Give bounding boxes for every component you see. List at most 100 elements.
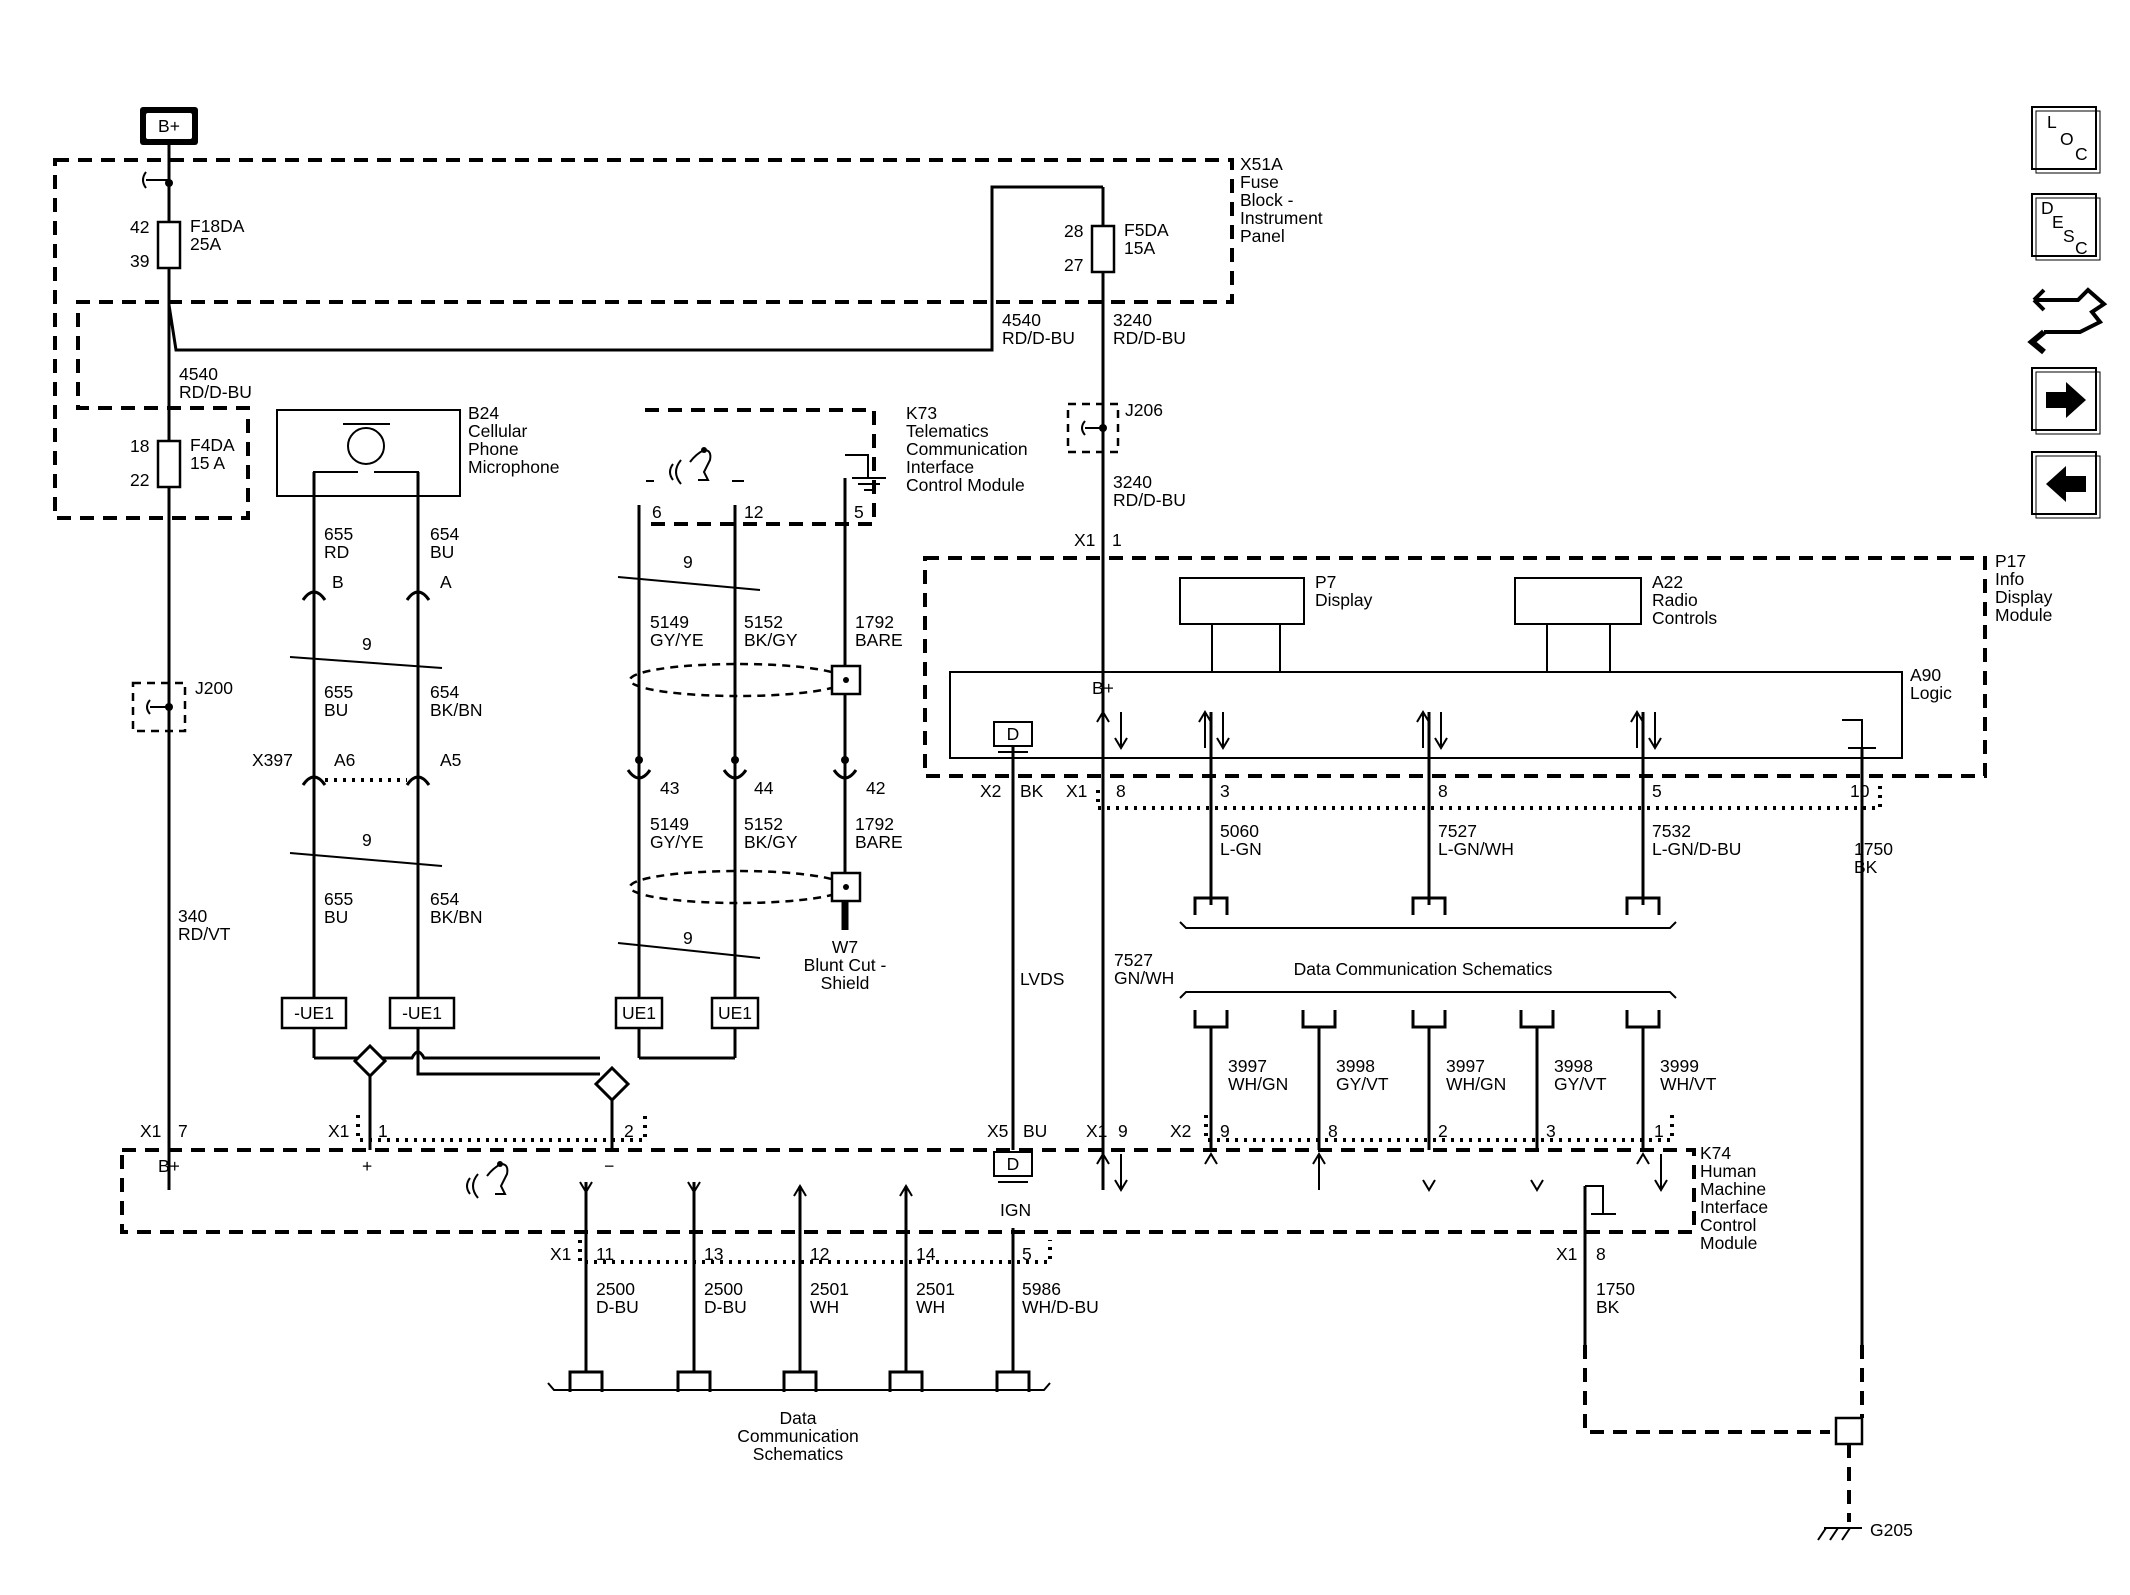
diagram-label: Display [1315,590,1373,610]
diagram-label: G205 [1870,1520,1913,1540]
diagram-label: X2 [980,781,1001,801]
shield-w7-label: W7 Blunt Cut - Shield [804,937,887,993]
diagram-label: X1 [1066,781,1087,801]
diagram-label: Microphone [468,457,559,477]
wire-4540 [167,185,1103,352]
diagram-label: Telematics [906,421,989,441]
data-comm-upper-connectors [1179,896,1677,999]
diagram-label: 5 [1652,781,1662,801]
diagram-label: 10 [1850,781,1870,801]
diagram-label: 3999 [1660,1056,1699,1076]
diagram-label: 3 [1546,1121,1556,1141]
diagram-label: WH [810,1297,839,1317]
diagram-label: 11 [596,1244,614,1264]
diagram-label: Radio [1652,590,1698,610]
diagram-label: 2 [1438,1121,1448,1141]
diagram-label: 44 [754,778,774,798]
ground-g205-icon [1817,1527,1862,1541]
diagram-label: Control Module [906,475,1025,495]
battery-positive-block: B+ [140,107,198,145]
diagram-label: 3240 [1113,310,1152,330]
diagram-label: 1 [378,1121,388,1141]
diagram-label: 6 [652,502,662,522]
diagram-label: 2500 [596,1279,635,1299]
diagram-label: 5060 [1220,821,1259,841]
fuse-block-label: X51A Fuse Block - Instrument Panel [1240,154,1323,246]
data-comm-bottom-connectors [547,1370,1051,1392]
next-button[interactable] [2031,367,2101,435]
arrow-right-icon [2046,382,2086,418]
loc-letter-c: C [2075,144,2088,164]
diagram-label: 27 [1064,255,1083,275]
diagram-label: X1 [328,1121,349,1141]
previous-button[interactable] [2031,451,2101,519]
hmi-voice-icon [466,1161,509,1199]
diagram-label: L-GN/D-BU [1652,839,1741,859]
data-comm-lower-connectors [1193,1010,1661,1150]
diagram-label: A22 [1652,572,1683,592]
diagram-label: Interface [906,457,974,477]
diagram-label: X51A [1240,154,1283,174]
ue-box-2 [710,996,760,1030]
diagram-label: 28 [1064,221,1083,241]
diagram-label: Phone [468,439,519,459]
telematics-label: K73 Telematics Communication Interface C… [906,403,1028,495]
diagram-label: BK/BN [430,907,483,927]
diagram-label: 7527 [1438,821,1477,841]
diagram-label: 1792 [855,814,894,834]
diagram-label: RD/VT [178,924,231,944]
desc-letter-c: C [2075,238,2088,258]
diagram-label: 1 [1112,530,1122,550]
diagram-label: BU [430,542,454,562]
diagram-label: Module [1995,605,2052,625]
diagram-label: B+ [1092,678,1114,698]
diagram-label: Module [1700,1233,1757,1253]
diagram-label: UE1 [622,1003,656,1023]
diagram-label: 9 [1118,1121,1128,1141]
diagram-label: K73 [906,403,937,423]
diagram-label: RD/D-BU [1113,490,1186,510]
microphone-label: B24 Cellular Phone Microphone [468,403,559,477]
diagram-label: 9 [683,552,693,572]
telematics-k73-outline [645,408,876,526]
diagram-label: -UE1 [402,1003,442,1023]
diagram-label: 9 [362,830,372,850]
diagram-label: Shield [821,973,870,993]
diagram-label: 1 [1654,1121,1664,1141]
diagram-label: 12 [810,1244,829,1264]
diagram-label: A6 [334,750,355,770]
desc-letter-e: E [2052,212,2064,232]
diagram-label: Control [1700,1215,1756,1235]
diagram-label: X1 [1074,530,1095,550]
diagram-label: X1 [550,1244,571,1264]
hmi-label: K74 Human Machine Interface Control Modu… [1700,1143,1768,1253]
diagram-label: Block - [1240,190,1294,210]
diagram-label: F18DA [190,216,245,236]
diagram-label: Display [1995,587,2053,607]
diagram-label: BK [1596,1297,1620,1317]
diagram-label: LVDS [1020,969,1064,989]
desc-letter-s: S [2063,226,2075,246]
diagram-label: IGN [1000,1200,1031,1220]
bplus-label: B+ [158,116,180,136]
diagram-label: GY/VT [1554,1074,1607,1094]
loc-button[interactable]: L O C [2031,106,2101,174]
diagram-label: F5DA [1124,220,1169,240]
diagram-label: 22 [130,470,149,490]
diagram-label: 1750 [1854,839,1893,859]
fuse-block-outline [53,158,1234,520]
diagram-label: 7 [178,1121,188,1141]
diagram-label: WH/VT [1660,1074,1717,1094]
diagram-label: 5152 [744,814,783,834]
diagram-label: 8 [1438,781,1448,801]
connector-view-button[interactable] [2027,287,2108,355]
diagram-label: 13 [704,1244,723,1264]
info-display-label: P17 Info Display Module [1995,551,2053,625]
diagram-label: 654 [430,889,459,909]
desc-button[interactable]: D E S C [2031,193,2101,261]
diagram-label: J200 [195,678,233,698]
display-p7-box [1179,577,1305,625]
diagram-label: Data [780,1408,817,1428]
diagram-label: GY/VT [1336,1074,1389,1094]
